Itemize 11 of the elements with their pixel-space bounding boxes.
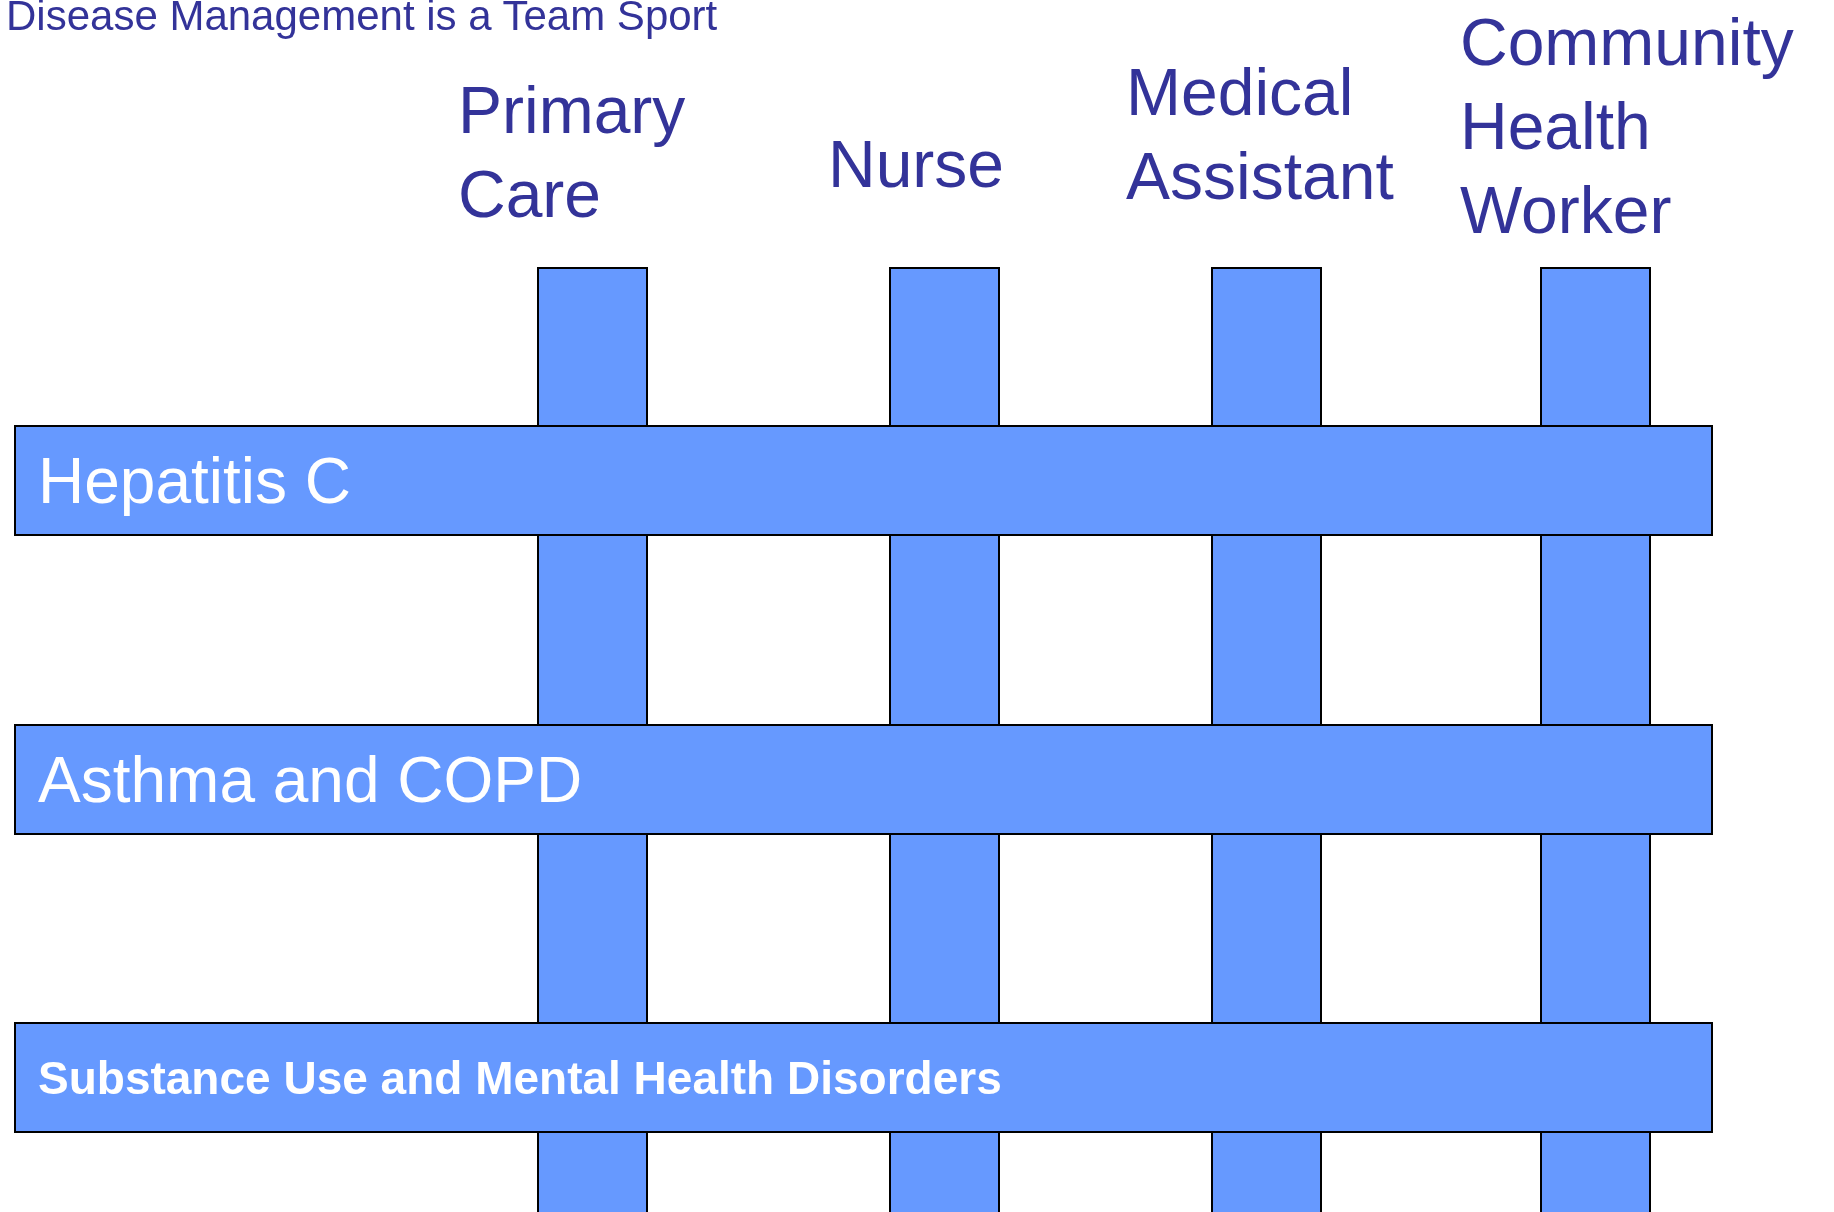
row-bar xyxy=(14,425,1713,536)
column-heading: Primary Care xyxy=(458,72,687,233)
row-bar xyxy=(14,1022,1713,1133)
row-bar xyxy=(14,724,1713,835)
column-heading: Medical Assistant xyxy=(1126,54,1395,215)
column-heading: Community Health Worker xyxy=(1460,4,1795,249)
column-heading: Nurse xyxy=(828,126,1006,203)
row-label: Substance Use and Mental Health Disorders xyxy=(37,1050,1002,1105)
row-label: Asthma and COPD xyxy=(37,742,583,817)
title: Disease Management is a Team Sport xyxy=(6,0,718,40)
row-label: Hepatitis C xyxy=(37,443,351,518)
